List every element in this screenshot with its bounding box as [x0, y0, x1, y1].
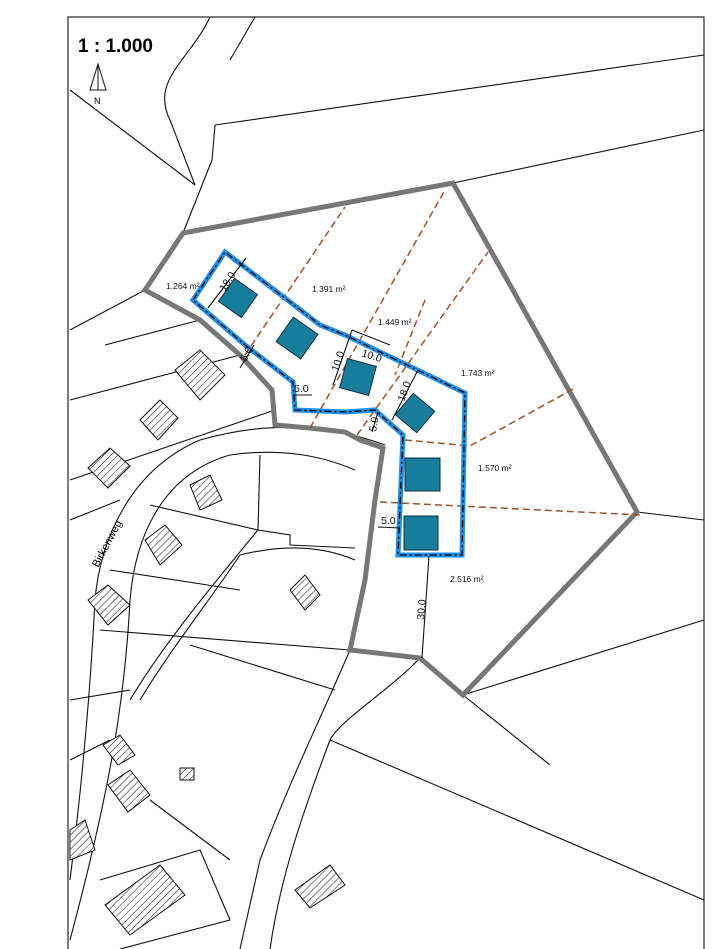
building-6 [403, 515, 439, 551]
plot-area-5: 1.570 m² [478, 463, 512, 473]
cadastral-lines [69, 16, 705, 949]
dim-30: 30.0 [415, 599, 429, 621]
street-name: Birkenweg [90, 518, 125, 569]
building-5 [404, 457, 441, 492]
existing-houses [69, 349, 346, 936]
dim-5-c: 5.0 [367, 416, 381, 433]
building-envelope [189, 248, 468, 558]
building-1 [217, 277, 259, 319]
plot-area-labels: 1.264 m² 1.391 m² 1.449 m² 1.743 m² 1.57… [166, 281, 512, 584]
plot-area-3: 1.449 m² [378, 317, 412, 327]
plot-area-4: 1.743 m² [461, 368, 495, 378]
planned-buildings [217, 277, 441, 551]
north-label: N [94, 96, 101, 106]
map-frame [67, 16, 705, 949]
scale-label: 1 : 1.000 [78, 36, 153, 57]
parcel-boundary [141, 180, 641, 699]
building-2 [275, 316, 319, 360]
dim-5-b: 5.0 [294, 383, 309, 395]
plot-area-6: 2.516 m² [450, 574, 484, 584]
building-3 [339, 358, 377, 396]
dim-5-d: 5.0 [381, 515, 396, 527]
dimension-lines [207, 257, 430, 659]
plot-area-1: 1.264 m² [166, 281, 200, 291]
plot-area-2: 1.391 m² [312, 284, 346, 294]
north-arrow-icon: N [89, 62, 107, 106]
building-4 [394, 392, 436, 434]
